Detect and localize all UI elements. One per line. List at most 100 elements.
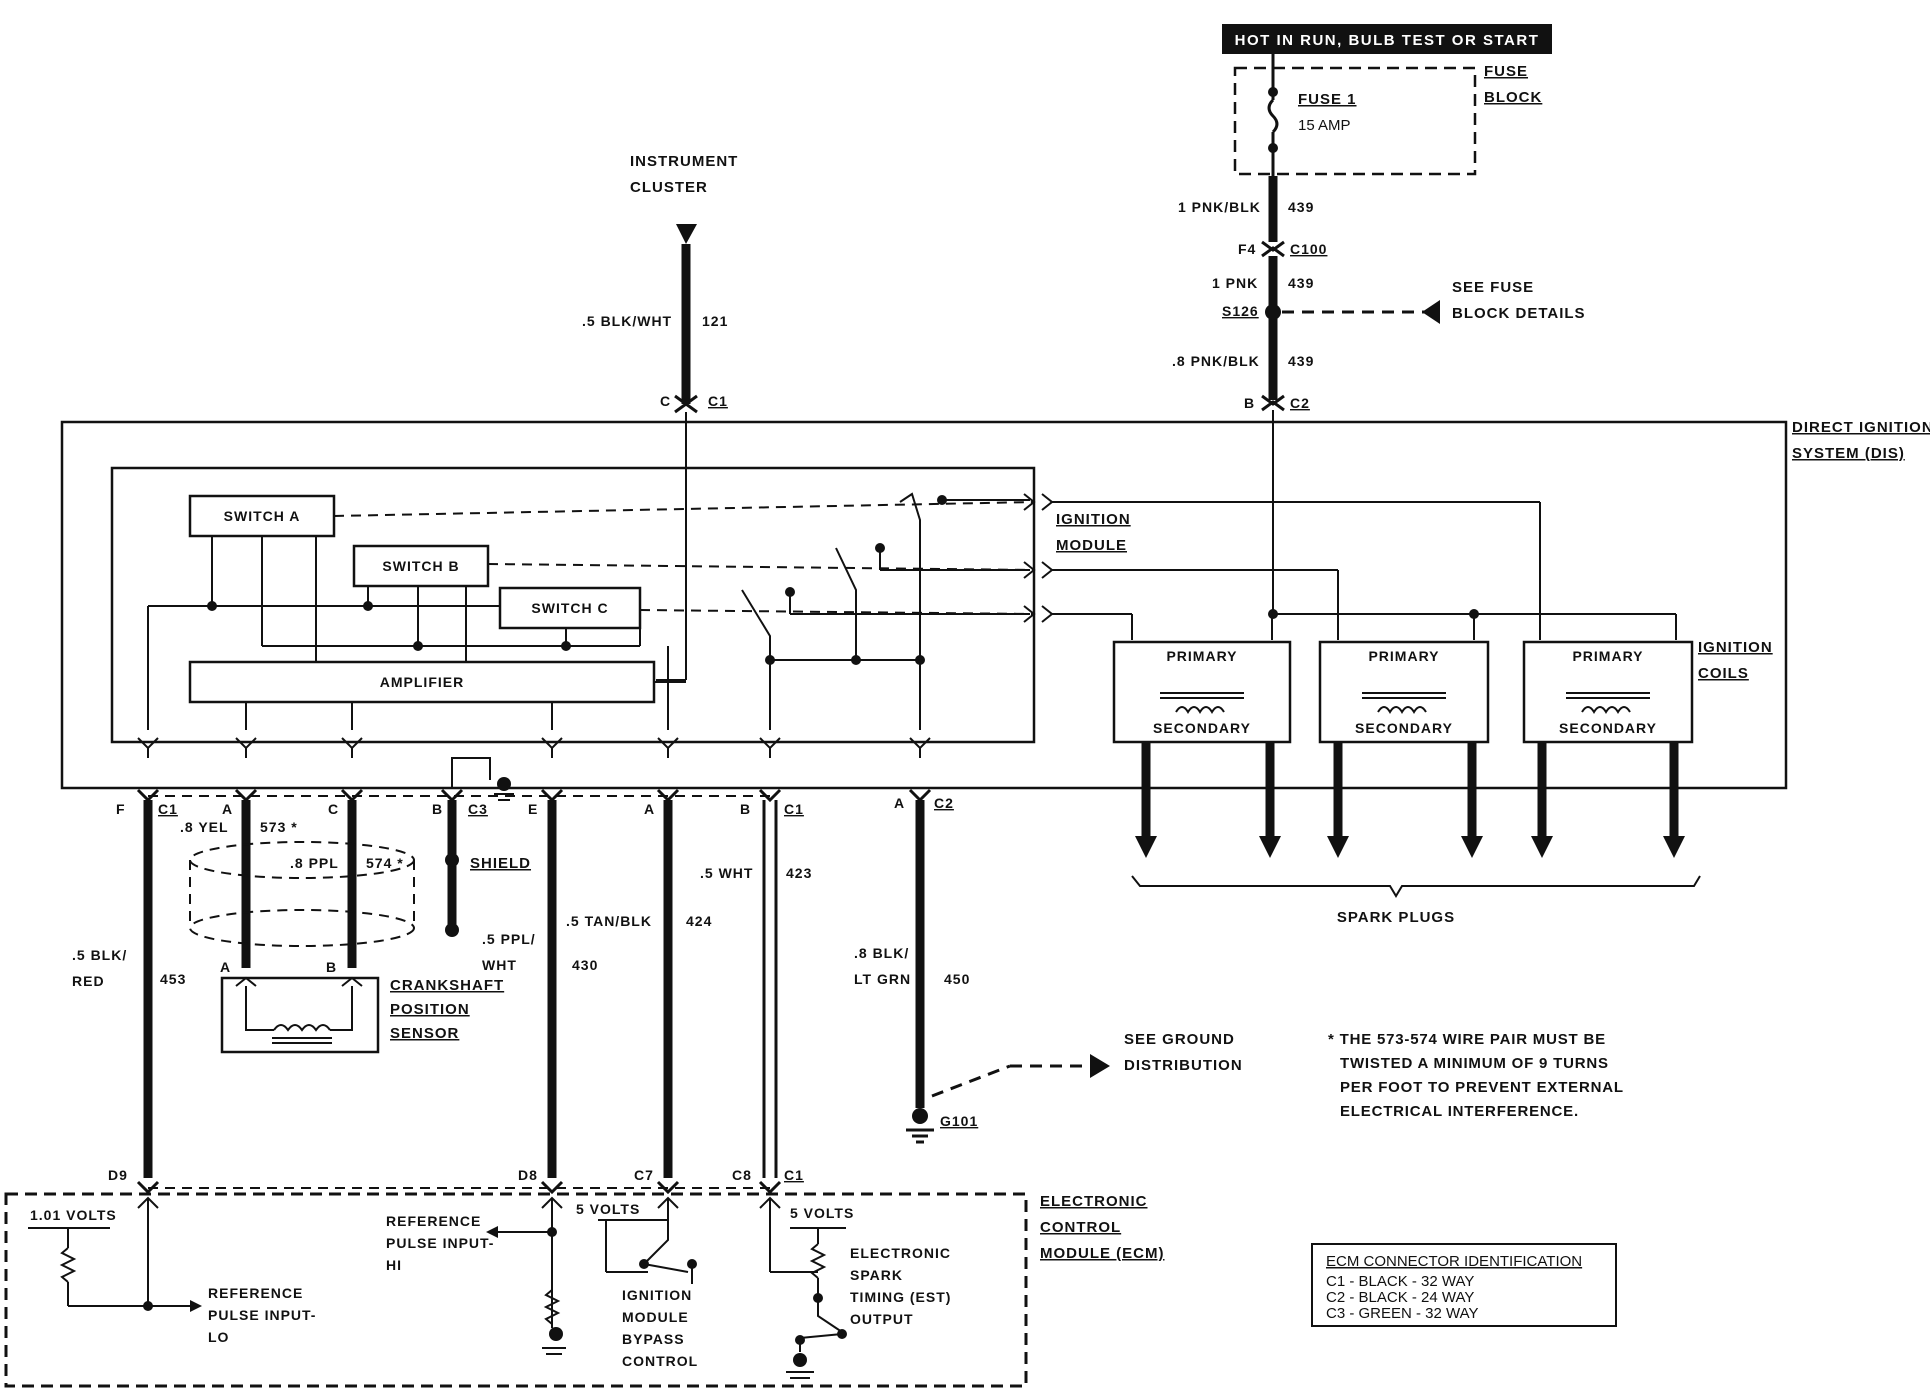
- conn-c1b-conn: C1: [784, 801, 804, 817]
- wire-573-circuit: 573 *: [260, 819, 298, 835]
- est-4: OUTPUT: [850, 1311, 914, 1327]
- coils-label-2: COILS: [1698, 665, 1749, 682]
- conn-b-pin: B: [432, 801, 443, 817]
- ecm-v1: 1.01 VOLTS: [30, 1207, 117, 1223]
- ref-hi-1: REFERENCE: [386, 1213, 481, 1229]
- coil-feed-wiring: [1052, 501, 1677, 640]
- crank-label-2: POSITION: [390, 1001, 470, 1018]
- bypass-2: MODULE: [622, 1309, 689, 1325]
- ecm-label-1: ELECTRONIC: [1040, 1193, 1148, 1210]
- ecm-pin-d9: D9: [108, 1167, 128, 1183]
- wire-8pnkblk: .8 PNK/BLK: [1172, 353, 1260, 369]
- power-header-box: [1222, 24, 1552, 54]
- ecm-legend-box: [1311, 1243, 1617, 1327]
- ecm-v2: 5 VOLTS: [576, 1201, 640, 1217]
- note-line-2: TWISTED A MINIMUM OF 9 TURNS: [1340, 1055, 1609, 1072]
- svg-text:PRIMARY: PRIMARY: [1368, 648, 1439, 664]
- ecm-v3: 5 VOLTS: [790, 1205, 854, 1221]
- cluster-connector-icon: [674, 394, 698, 414]
- conn-c3-conn: C3: [468, 801, 488, 817]
- c100-label: C100: [1290, 241, 1327, 257]
- est-2: SPARK: [850, 1267, 903, 1283]
- fuse-block-label-2: BLOCK: [1484, 89, 1542, 106]
- spark-plugs-label: SPARK PLUGS: [1337, 909, 1455, 926]
- wire-1pnkblk: 1 PNK/BLK: [1178, 199, 1261, 215]
- wire-573: .8 YEL: [180, 819, 229, 835]
- ignition-module-label-1: IGNITION: [1056, 511, 1131, 528]
- wire-453-l2: RED: [72, 973, 105, 989]
- est-1: ELECTRONIC: [850, 1245, 951, 1261]
- fuse-block-frame: [1233, 66, 1477, 176]
- wire-430: .5 TAN/BLK: [566, 913, 652, 929]
- ecm-pin-c7: C7: [634, 1167, 654, 1183]
- coil-3: PRIMARY SECONDARY: [1522, 640, 1694, 744]
- wire-450-l1: .8 BLK/: [854, 945, 909, 961]
- crank-pin-a: A: [220, 959, 231, 975]
- ground-arrow-icon: [1090, 1054, 1110, 1078]
- est-3: TIMING (EST): [850, 1289, 951, 1305]
- note-line-4: ELECTRICAL INTERFERENCE.: [1340, 1103, 1579, 1120]
- switch-c-label: SWITCH C: [531, 600, 608, 616]
- wire-121-circuit: 121: [702, 313, 728, 329]
- crank-label-3: SENSOR: [390, 1025, 459, 1042]
- splice-s126-label: S126: [1222, 303, 1259, 319]
- ground-g101-label: G101: [940, 1113, 978, 1129]
- wire-1pnk-circuit: 439: [1288, 275, 1314, 291]
- fuse-block-label-1: FUSE: [1484, 63, 1528, 80]
- wire-450-circuit: 450: [944, 971, 970, 987]
- conn-c-pin: C: [328, 801, 339, 817]
- wire-8pnkblk-circuit: 439: [1288, 353, 1314, 369]
- dis-label-2: SYSTEM (DIS): [1792, 445, 1905, 462]
- ref-lo-1: REFERENCE: [208, 1285, 303, 1301]
- note-line-3: PER FOOT TO PREVENT EXTERNAL: [1340, 1079, 1624, 1096]
- conn-a2-pin: A: [644, 801, 655, 817]
- wire-574-circuit: 574 *: [366, 855, 404, 871]
- svg-text:SECONDARY: SECONDARY: [1153, 720, 1251, 736]
- conn-a-pin: A: [222, 801, 233, 817]
- crank-pin-b: B: [326, 959, 337, 975]
- dis-label-1: DIRECT IGNITION: [1792, 419, 1930, 436]
- svg-text:SECONDARY: SECONDARY: [1355, 720, 1453, 736]
- conn-c2b-conn: C2: [934, 795, 954, 811]
- ecm-legend-title: ECM CONNECTOR IDENTIFICATION: [1326, 1253, 1582, 1270]
- cluster-label-2: CLUSTER: [630, 179, 708, 196]
- conn-b2-pin: B: [740, 801, 751, 817]
- wire-453-circuit: 453: [160, 971, 186, 987]
- fuse-details-1: SEE FUSE: [1452, 279, 1534, 296]
- spark-plug-leads: [1131, 742, 1701, 898]
- crank-label-1: CRANKSHAFT: [390, 977, 504, 994]
- cluster-conn: C1: [708, 393, 728, 409]
- c100-connector-icon: [1261, 240, 1285, 258]
- cluster-label-1: INSTRUMENT: [630, 153, 738, 170]
- ref-hi-3: HI: [386, 1257, 402, 1273]
- wire-121: .5 BLK/WHT: [582, 313, 672, 329]
- ignition-module-label-2: MODULE: [1056, 537, 1127, 554]
- crank-sensor-coil-icon: [235, 976, 363, 1044]
- cluster-arrow-icon: [676, 224, 697, 244]
- switch-b-label: SWITCH B: [382, 558, 459, 574]
- svg-text:PRIMARY: PRIMARY: [1166, 648, 1237, 664]
- ecm-pin-d8: D8: [518, 1167, 538, 1183]
- bypass-1: IGNITION: [622, 1287, 692, 1303]
- power-header-label: HOT IN RUN, BULB TEST OR START: [1235, 32, 1540, 49]
- cluster-pin: C: [660, 393, 671, 409]
- wire-430-circuit: 430: [572, 957, 598, 973]
- amplifier-label: AMPLIFIER: [380, 674, 464, 690]
- coil-2: PRIMARY SECONDARY: [1318, 640, 1490, 744]
- ecm-legend-r1: C1 - BLACK - 32 WAY: [1326, 1273, 1474, 1290]
- fuse-rating: 15 AMP: [1298, 117, 1351, 134]
- note-line-1: * THE 573-574 WIRE PAIR MUST BE: [1328, 1031, 1606, 1048]
- ecm-label-2: CONTROL: [1040, 1219, 1121, 1236]
- wire-574: .8 PPL: [290, 855, 339, 871]
- ref-lo-2: PULSE INPUT-: [208, 1307, 316, 1323]
- ignition-module-frame: [110, 466, 1036, 744]
- coil-1: PRIMARY SECONDARY: [1112, 640, 1292, 744]
- svg-text:SECONDARY: SECONDARY: [1559, 720, 1657, 736]
- harness-wires: [136, 788, 932, 1178]
- module-internal-wiring: [137, 492, 1054, 758]
- wire-1pnkblk-circuit: 439: [1288, 199, 1314, 215]
- shield-wire-l2: WHT: [482, 957, 517, 973]
- wire-1pnk: 1 PNK: [1212, 275, 1258, 291]
- splice-s126-dot: [1265, 304, 1281, 320]
- ecm-internal-wiring: [28, 1180, 847, 1379]
